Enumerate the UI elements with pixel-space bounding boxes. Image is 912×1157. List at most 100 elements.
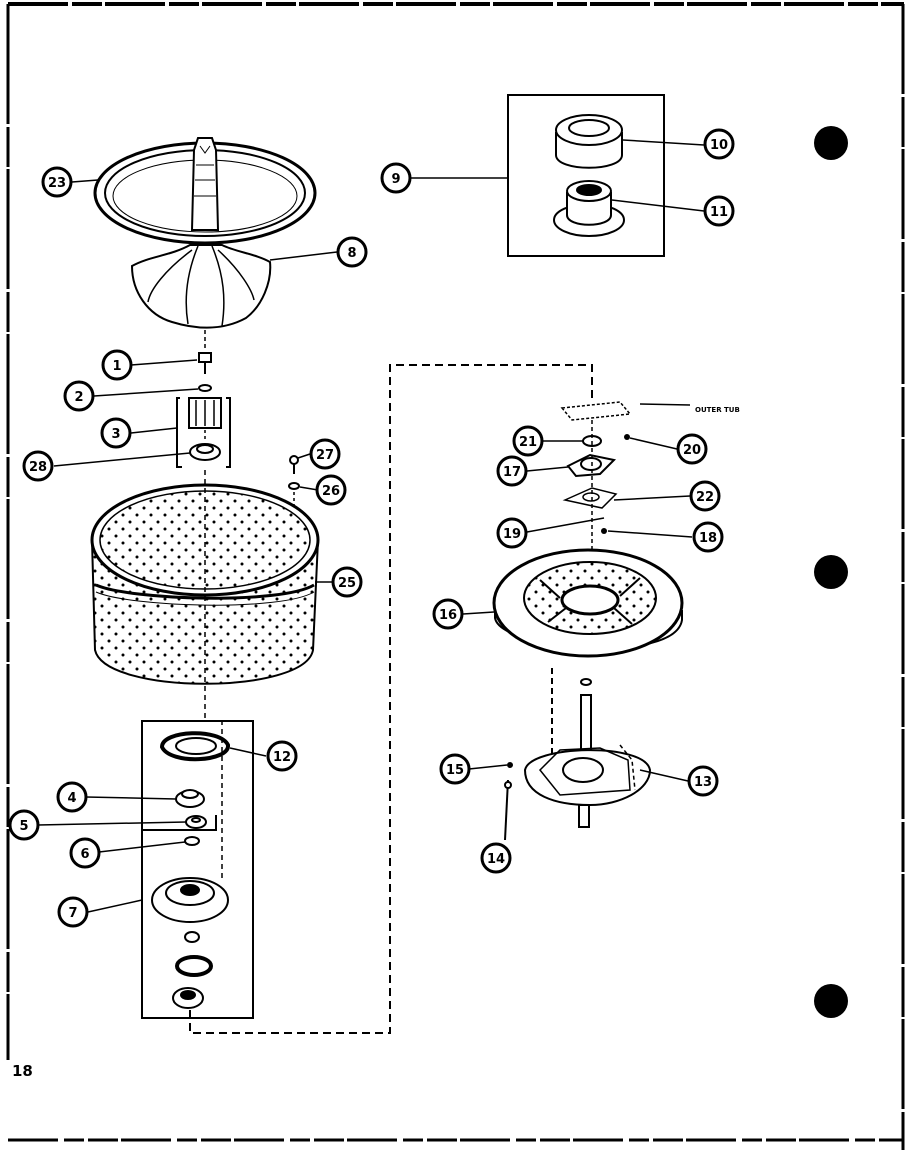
part-5-bearing	[185, 815, 207, 829]
callout-circle	[703, 195, 735, 227]
bracket-lower-hub	[141, 720, 254, 1019]
page-number: 18	[12, 1062, 33, 1080]
part-4-hub	[175, 789, 205, 808]
callout-number: 20	[683, 443, 701, 458]
callout-circle	[57, 896, 89, 928]
callout-number: 11	[710, 205, 728, 220]
part-25-basket	[90, 470, 320, 720]
callout-circle	[687, 765, 719, 797]
callout-number: 21	[519, 435, 537, 450]
callout-9: 9	[380, 162, 412, 194]
binder-hole-middle	[814, 555, 848, 589]
callout-number: 25	[338, 576, 356, 591]
page-frame	[6, 2, 905, 1150]
callout-7: 7	[57, 896, 89, 928]
part-16-pulley	[492, 548, 684, 658]
callout-circle	[676, 433, 708, 465]
callout-21: 21	[512, 425, 544, 457]
callout-circle	[512, 425, 544, 457]
callout-13: 13	[687, 765, 719, 797]
callout-number: 15	[446, 763, 464, 778]
callout-circle	[100, 417, 132, 449]
callout-8: 8	[336, 236, 368, 268]
callout-circle	[496, 517, 528, 549]
part-12-gasket	[159, 731, 230, 762]
callout-number: 8	[347, 246, 356, 261]
callout-10: 10	[703, 128, 735, 160]
callout-6: 6	[69, 837, 101, 869]
callout-number: 26	[322, 484, 340, 499]
callout-circle	[496, 455, 528, 487]
part-10-cap	[555, 114, 623, 169]
part-17-bearing-plate	[566, 453, 617, 478]
callout-circle	[41, 166, 73, 198]
callout-25: 25	[331, 566, 363, 598]
part-2-washer	[198, 384, 212, 392]
callout-4: 4	[56, 781, 88, 813]
callout-12: 12	[266, 740, 298, 772]
callout-15: 15	[439, 753, 471, 785]
callout-circle	[309, 438, 341, 470]
callout-circle	[432, 598, 464, 630]
part-18-washer	[601, 528, 607, 534]
callout-number: 17	[503, 465, 521, 480]
callout-28: 28	[22, 450, 54, 482]
callout-14: 14	[480, 842, 512, 874]
callout-circle	[331, 566, 363, 598]
callout-circle	[689, 480, 721, 512]
callout-18: 18	[692, 521, 724, 553]
connector-dashed-path	[189, 364, 593, 1034]
callout-number: 2	[74, 390, 83, 405]
callout-circle	[480, 842, 512, 874]
part-3-drive-block	[176, 397, 231, 468]
outer-tub-label: OUTER TUB	[695, 406, 740, 414]
callout-number: 27	[316, 448, 334, 463]
callout-2: 2	[63, 380, 95, 412]
part-1-bolt	[198, 352, 212, 374]
callout-circle	[101, 349, 133, 381]
part-20-screw	[624, 434, 630, 440]
callout-11: 11	[703, 195, 735, 227]
callout-20: 20	[676, 433, 708, 465]
part-outer-tub-fragment	[560, 401, 691, 421]
callout-number: 12	[273, 750, 291, 765]
callout-26: 26	[315, 474, 347, 506]
callout-23: 23	[41, 166, 73, 198]
callout-circle	[703, 128, 735, 160]
callout-19: 19	[496, 517, 528, 549]
callout-16: 16	[432, 598, 464, 630]
callout-number: 22	[696, 490, 714, 505]
callout-circle	[315, 474, 347, 506]
part-6-ring	[184, 836, 200, 846]
callout-circle	[8, 809, 40, 841]
part-18b-ring	[580, 678, 592, 686]
callout-number: 28	[29, 460, 47, 475]
callout-number: 19	[503, 527, 521, 542]
callout-circle	[69, 837, 101, 869]
callout-number: 18	[699, 531, 717, 546]
binder-hole-bottom	[814, 984, 848, 1018]
callout-circle	[63, 380, 95, 412]
part-28-seal	[189, 443, 221, 461]
callout-5: 5	[8, 809, 40, 841]
part-22-plate	[562, 487, 618, 509]
part-14-bolt	[504, 779, 512, 841]
callout-number: 5	[19, 819, 28, 834]
callout-circle	[692, 521, 724, 553]
callout-3: 3	[100, 417, 132, 449]
part-15-pin	[507, 762, 513, 768]
part-11-base	[553, 180, 625, 237]
binder-hole-top	[814, 126, 848, 160]
callout-circle	[439, 753, 471, 785]
callout-1: 1	[101, 349, 133, 381]
callout-27: 27	[309, 438, 341, 470]
callout-circle	[336, 236, 368, 268]
callout-number: 13	[694, 775, 712, 790]
part-27-screw	[289, 455, 299, 474]
part-7-brake-assembly	[151, 720, 229, 1009]
callout-number: 9	[391, 172, 400, 187]
callout-number: 7	[68, 906, 77, 921]
part-9-kit-box	[507, 94, 665, 257]
callout-number: 10	[710, 138, 728, 153]
